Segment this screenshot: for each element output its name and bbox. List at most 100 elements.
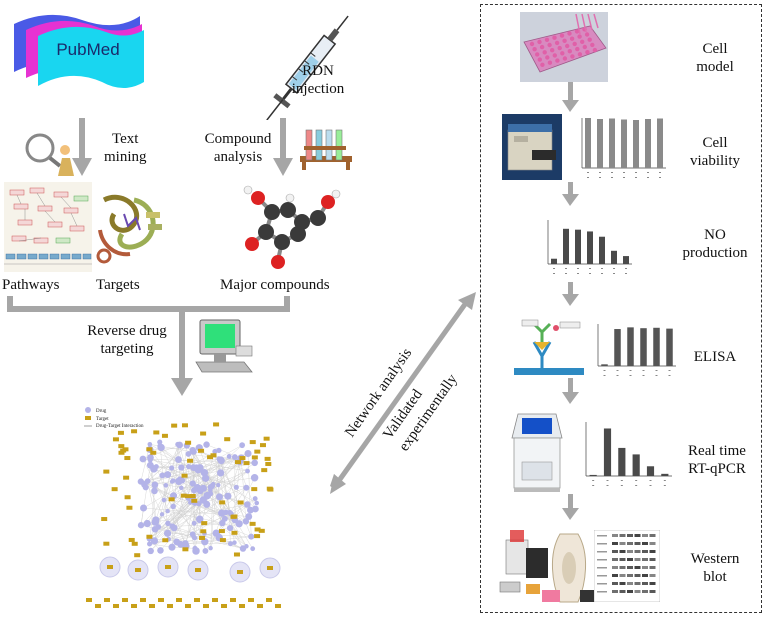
target-node <box>185 604 191 608</box>
syringe-icon <box>266 15 349 120</box>
chart-tick-mark <box>625 268 627 269</box>
target-node <box>275 604 281 608</box>
target-node <box>128 537 135 542</box>
drug-node <box>185 451 192 457</box>
drug-node <box>226 454 232 459</box>
chart-tick-mark <box>577 273 579 274</box>
network-edge <box>147 445 187 482</box>
drug-node <box>169 523 176 530</box>
drug-node <box>244 544 249 549</box>
target-node <box>239 456 246 461</box>
drug-node <box>215 493 223 501</box>
target-node <box>219 538 226 543</box>
pathway-map-image <box>4 182 92 272</box>
chart-tick-mark <box>577 268 579 269</box>
chart-tick-mark <box>565 268 567 269</box>
target-node <box>153 430 160 435</box>
plate-well <box>565 43 570 49</box>
chart-bar <box>657 118 663 168</box>
blot-band <box>619 590 626 593</box>
target-node <box>181 423 188 428</box>
target-node <box>182 547 189 552</box>
target-node <box>224 437 231 442</box>
network-edge <box>214 451 232 514</box>
drug-node <box>181 540 189 547</box>
chart-tick-mark <box>620 480 623 481</box>
chart-bar <box>614 329 621 366</box>
target-node <box>181 473 188 478</box>
drug-node <box>216 447 222 454</box>
legend-interaction: Drug-Target Interaction <box>96 424 144 429</box>
target-node <box>162 538 169 543</box>
target-node <box>201 521 208 526</box>
chart-tick-mark <box>616 375 619 376</box>
plate-well <box>545 55 550 60</box>
chart-bar <box>653 327 660 366</box>
plate-well <box>567 49 572 54</box>
blot-band <box>619 566 626 569</box>
target-node <box>180 493 187 498</box>
network-edge <box>180 536 252 545</box>
blot-band <box>627 574 633 577</box>
network-edge <box>140 465 151 526</box>
chart-tick-mark <box>613 268 615 269</box>
drug-node <box>216 482 221 488</box>
chart-bar <box>633 120 639 168</box>
validation-panel <box>480 4 762 613</box>
chart-bar <box>666 328 673 366</box>
network-edge <box>149 543 173 548</box>
plate-well <box>590 42 595 48</box>
blot-band <box>627 590 633 593</box>
blot-band <box>627 566 633 569</box>
plate-well <box>542 50 547 55</box>
blot-row-label <box>597 567 607 569</box>
network-edge <box>188 451 195 499</box>
drug-node <box>192 547 200 555</box>
drug-node <box>201 474 210 483</box>
target-node <box>212 598 218 602</box>
chart-bar <box>611 250 617 264</box>
blot-band <box>649 550 656 553</box>
network-edge <box>160 447 189 499</box>
plate-well <box>535 52 540 57</box>
blot-band <box>627 582 633 585</box>
blot-band <box>649 534 656 537</box>
target-node <box>248 598 254 602</box>
target-node <box>124 495 131 500</box>
network-legend: Drug Target Drug-Target Interaction <box>84 407 144 429</box>
network-edge <box>167 533 252 537</box>
drug-node <box>177 476 183 482</box>
plate-well <box>537 57 542 62</box>
legend-drug: Drug <box>96 409 107 414</box>
target-node <box>126 505 133 510</box>
plate-well <box>529 41 535 47</box>
blot-band <box>642 558 648 561</box>
blot-band <box>642 590 648 593</box>
drug-node <box>163 482 169 488</box>
network-edge <box>229 527 252 537</box>
chart-tick-mark <box>587 172 589 173</box>
network-edge <box>199 470 248 520</box>
plate-well <box>540 62 545 67</box>
network-edge <box>150 464 247 488</box>
drug-node <box>157 547 164 554</box>
target-node <box>176 598 182 602</box>
plate-well <box>574 29 580 34</box>
network-edge <box>167 510 223 524</box>
blot-row-label <box>597 551 607 553</box>
target-node <box>118 444 125 449</box>
target-node <box>113 604 119 608</box>
drug-node <box>185 463 192 470</box>
target-node <box>249 521 256 526</box>
target-node <box>257 604 263 608</box>
blot-band <box>612 566 618 569</box>
blot-band <box>619 558 626 561</box>
target-node <box>122 598 128 602</box>
rt-qpcr-chart <box>572 416 676 492</box>
elisa-chart <box>590 318 680 380</box>
chart-tick-mark <box>599 177 601 178</box>
chart-tick-mark <box>668 370 671 371</box>
target-node <box>267 487 274 492</box>
chart-tick-mark <box>613 273 615 274</box>
drug-node <box>151 525 159 533</box>
